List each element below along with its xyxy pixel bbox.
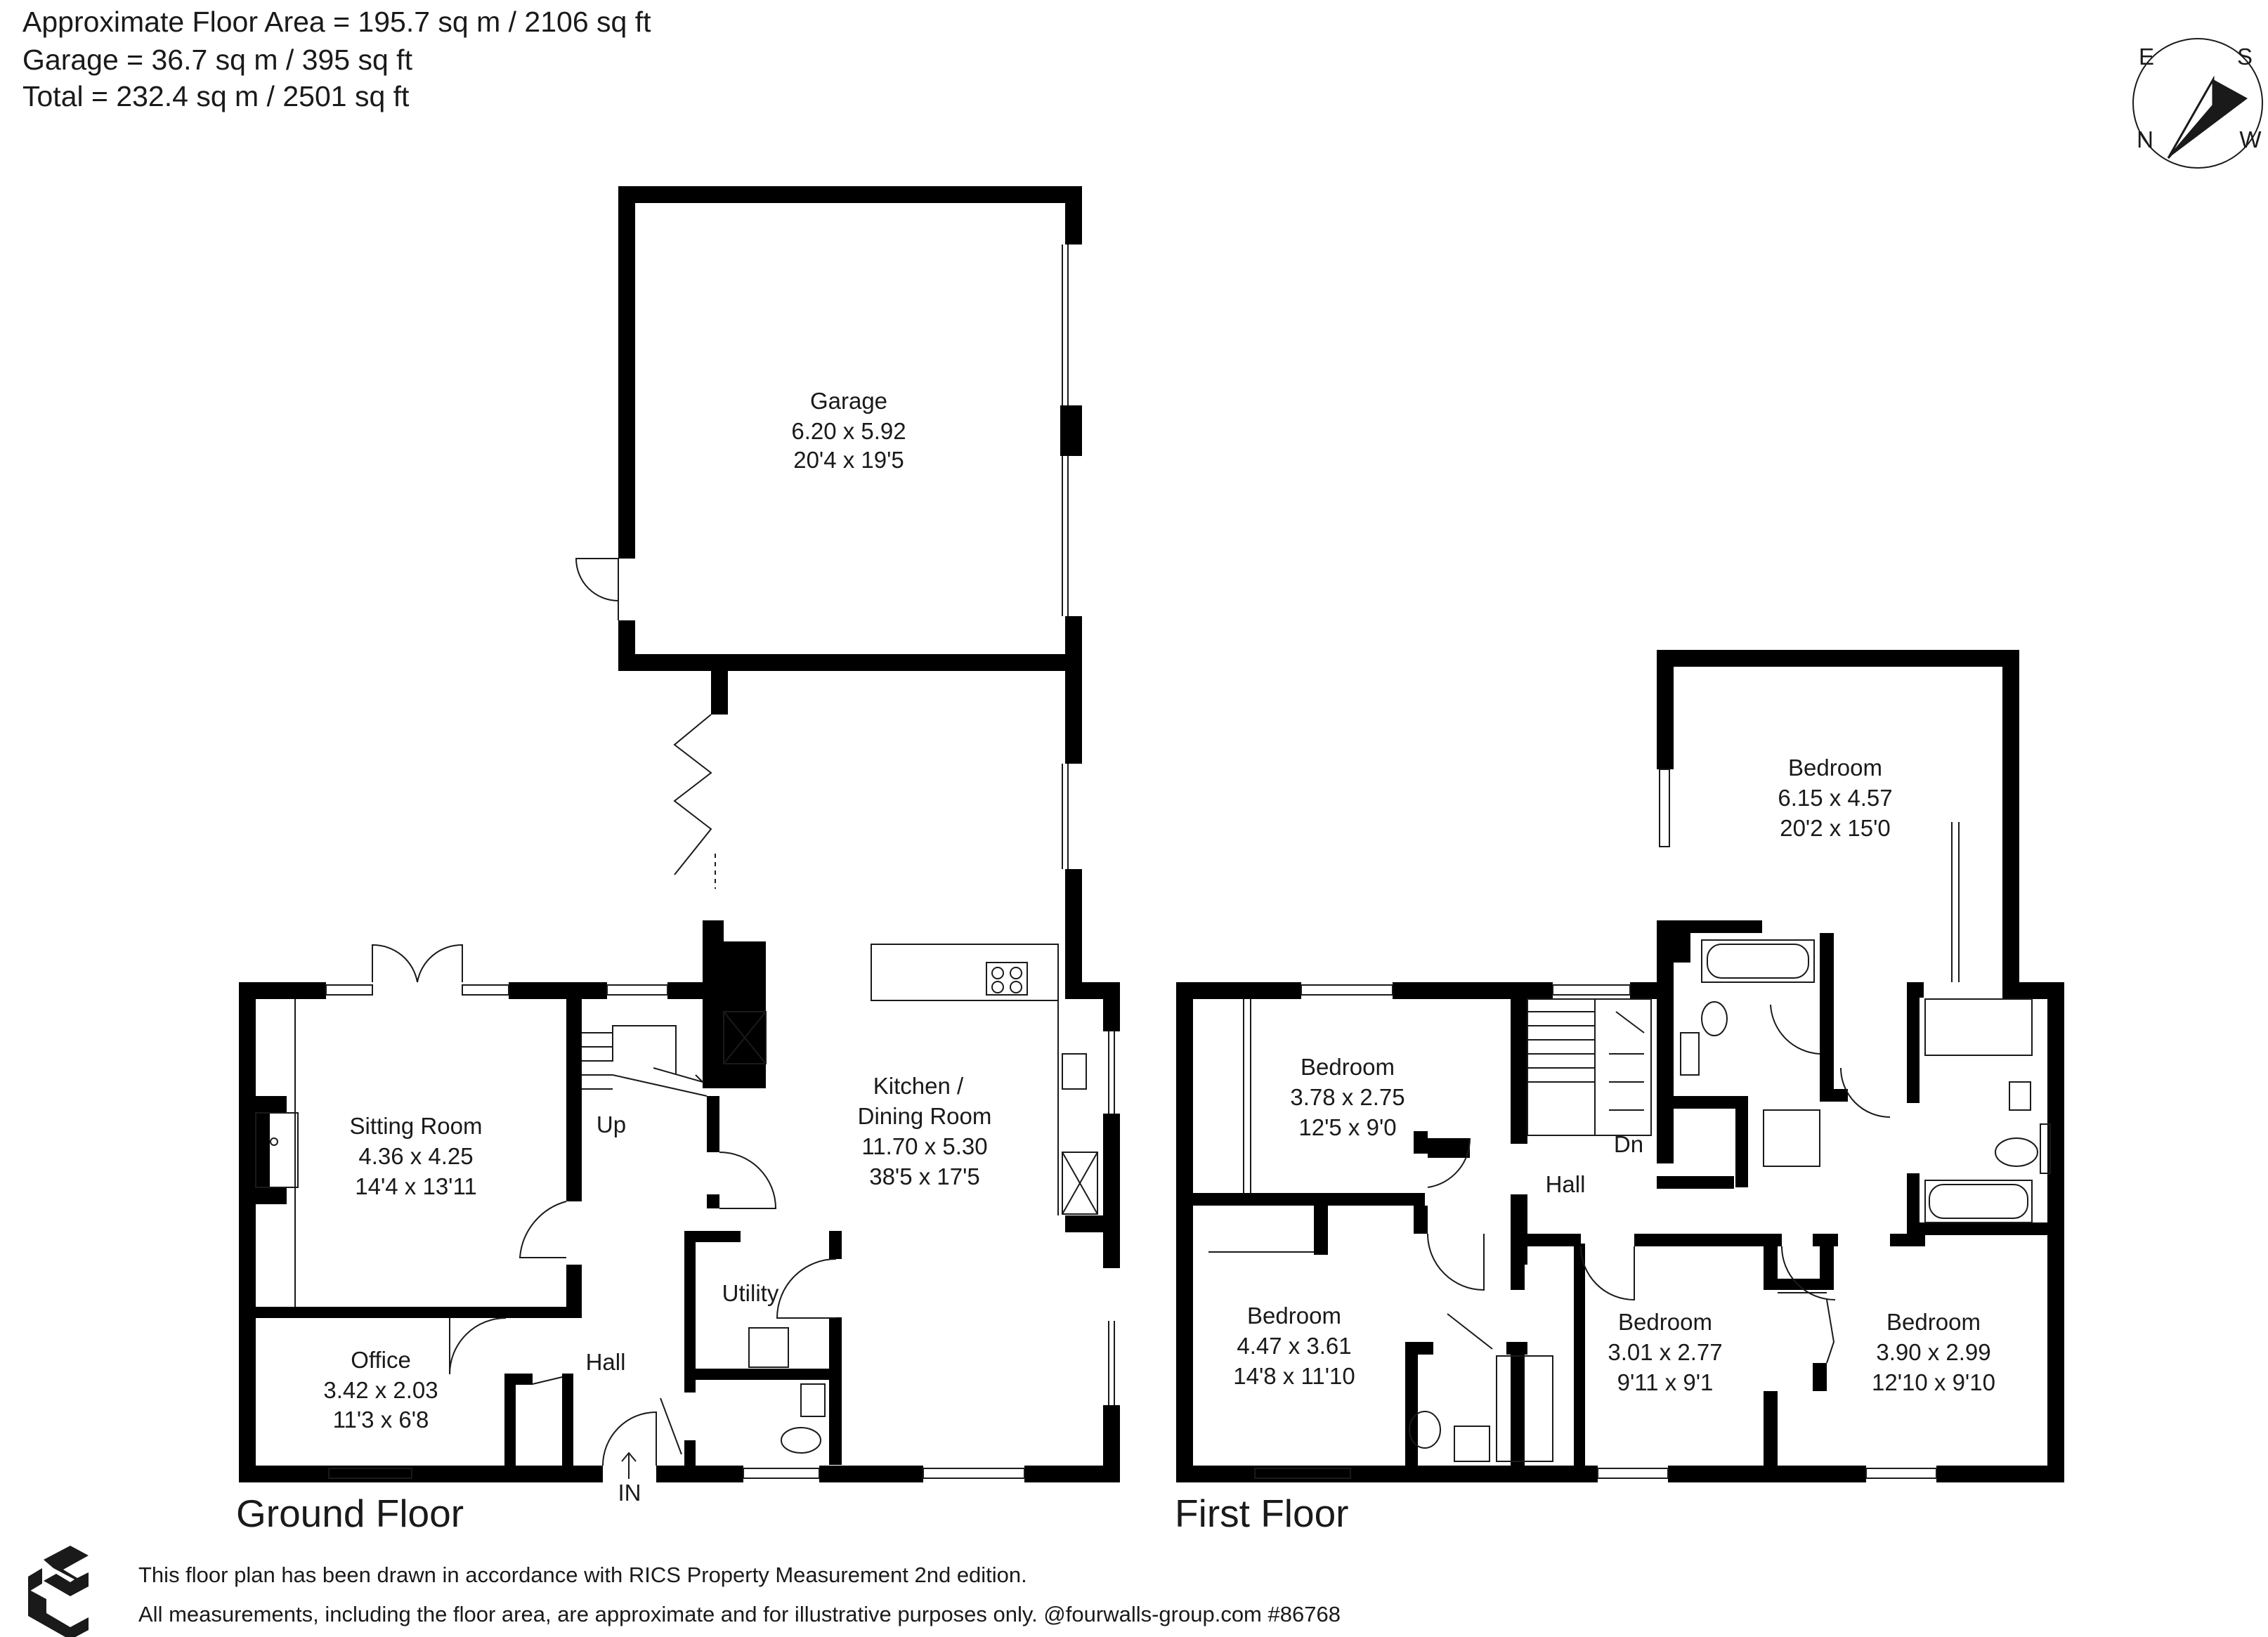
office-metric: 3.42 x 2.03 (323, 1377, 438, 1403)
total-area: Total = 232.4 sq m / 2501 sq ft (22, 80, 410, 112)
approx-floor-area: Approximate Floor Area = 195.7 sq m / 21… (22, 6, 651, 38)
bed-main-imperial: 20'2 x 15'0 (1780, 815, 1891, 841)
footer-rics-note: This floor plan has been drawn in accord… (138, 1563, 1027, 1587)
garage-name: Garage (810, 388, 887, 414)
stairs-down: Dn (1614, 1131, 1643, 1157)
ground-floor-label: Ground Floor (236, 1492, 464, 1535)
kitchen-imperial: 38'5 x 17'5 (869, 1163, 980, 1189)
first-floor-labels: Bedroom 6.15 x 4.57 20'2 x 15'0 Bedroom … (1233, 755, 1995, 1395)
bed-4-name: Bedroom (1618, 1309, 1712, 1335)
first-hall-name: Hall (1546, 1171, 1586, 1197)
kitchen-name-2: Dining Room (858, 1103, 992, 1129)
bed-3-metric: 4.47 x 3.61 (1237, 1333, 1351, 1359)
office-name: Office (351, 1347, 411, 1373)
office-imperial: 11'3 x 6'8 (333, 1407, 429, 1433)
first-floor-walls (1176, 650, 2064, 1482)
bed-3-name: Bedroom (1247, 1303, 1341, 1329)
bed-main-name: Bedroom (1788, 755, 1882, 781)
sitting-metric: 4.36 x 4.25 (358, 1143, 473, 1169)
garage-imperial: 20'4 x 19'5 (793, 447, 904, 473)
bed-4-imperial: 9'11 x 9'1 (1617, 1369, 1714, 1395)
garage-area: Garage = 36.7 sq m / 395 sq ft (22, 44, 412, 76)
garage-metric: 6.20 x 5.92 (791, 418, 906, 444)
compass-e: E (2139, 44, 2154, 70)
compass-icon: E S N W (2132, 38, 2263, 169)
ground-floor-labels: Garage 6.20 x 5.92 20'4 x 19'5 Kitchen /… (323, 388, 991, 1506)
compass-s: S (2237, 44, 2253, 70)
bed-5-metric: 3.90 x 2.99 (1876, 1339, 1990, 1365)
compass-w: W (2239, 126, 2262, 152)
compass-n: N (2137, 126, 2153, 152)
bed-4-metric: 3.01 x 2.77 (1608, 1339, 1722, 1365)
utility-name: Utility (722, 1280, 779, 1306)
kitchen-metric: 11.70 x 5.30 (861, 1133, 987, 1159)
sitting-name: Sitting Room (350, 1113, 483, 1139)
fourwalls-logo (28, 1546, 89, 1637)
hall-name: Hall (586, 1349, 626, 1375)
bed-2-name: Bedroom (1301, 1054, 1395, 1080)
stairs-up: Up (597, 1111, 626, 1137)
sitting-imperial: 14'4 x 13'11 (355, 1173, 476, 1199)
ground-floor-walls (239, 186, 1120, 1482)
ground-floor-details (255, 244, 1115, 1479)
footer-disclaimer: All measurements, including the floor ar… (138, 1602, 1341, 1626)
bed-2-imperial: 12'5 x 9'0 (1298, 1114, 1396, 1140)
first-floor-details (1208, 769, 2051, 1479)
bed-main-metric: 6.15 x 4.57 (1778, 785, 1892, 811)
kitchen-name-1: Kitchen / (873, 1073, 964, 1099)
bed-5-name: Bedroom (1886, 1309, 1981, 1335)
bed-2-metric: 3.78 x 2.75 (1290, 1084, 1405, 1110)
bed-5-imperial: 12'10 x 9'10 (1872, 1369, 1995, 1395)
first-floor-label: First Floor (1175, 1492, 1349, 1535)
entrance-label: IN (618, 1480, 641, 1506)
bed-3-imperial: 14'8 x 11'10 (1233, 1363, 1355, 1389)
